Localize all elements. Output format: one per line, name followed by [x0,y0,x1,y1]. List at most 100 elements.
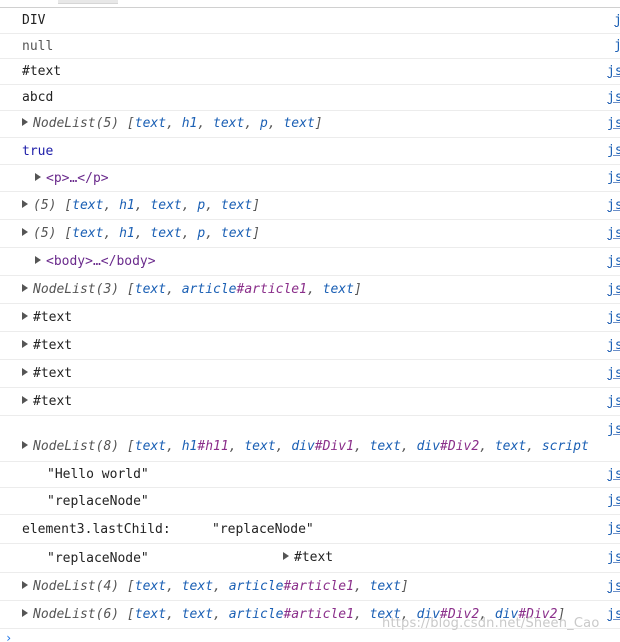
console-top-edge [0,0,620,8]
expand-triangle-icon[interactable] [22,340,28,348]
source-link[interactable]: js [607,521,620,536]
node-item: text [369,579,401,594]
node-item: text [134,607,167,622]
node-item: text [369,607,401,622]
bracket: ] [252,226,261,241]
element-tag: <body>…</body> [46,254,156,269]
nodelist-entry[interactable]: NodeList(5) [text, h1, text, p, text] [22,116,323,132]
console-prompt-icon[interactable]: › [5,631,13,642]
source-link[interactable]: js [607,493,620,508]
log-string: "Hello world" [47,467,149,482]
source-link[interactable]: js [607,466,620,482]
source-link[interactable]: js [607,253,620,269]
expand-triangle-icon[interactable] [22,609,28,617]
node-item: text [181,607,214,622]
bracket: [ [126,607,135,622]
log-value: abcd [22,90,54,105]
text-node: #text [33,394,73,409]
node-item: div [416,439,441,454]
node-item: p [260,116,268,131]
source-link[interactable]: j [614,8,620,33]
text-node-entry[interactable]: #text [22,310,72,326]
text-node: #text [33,310,73,325]
source-link[interactable]: js [607,393,620,409]
node-item: h1 [119,198,135,213]
array-entry[interactable]: (5) [text, h1, text, p, text] [22,198,260,214]
expand-triangle-icon[interactable] [22,228,28,236]
node-item: text [134,116,167,131]
source-link[interactable]: js [607,578,620,594]
source-link[interactable]: js [607,422,620,437]
expand-triangle-icon[interactable] [22,441,28,449]
node-item: text [72,198,104,213]
source-link[interactable]: js [607,197,620,213]
console-message: <body>…</body> js [0,248,620,276]
text-node-entry[interactable]: #text [22,394,72,410]
expand-triangle-icon[interactable] [35,173,41,181]
console-message: null j [0,34,620,59]
element-entry[interactable]: <body>…</body> [35,254,156,270]
source-link[interactable]: js [607,550,620,565]
node-id: #Div1 [314,439,354,454]
expand-triangle-icon[interactable] [283,552,289,560]
expand-triangle-icon[interactable] [22,396,28,404]
source-link[interactable]: j [614,34,620,58]
source-link[interactable]: js [607,606,620,622]
node-item: text [181,579,214,594]
array-entry[interactable]: (5) [text, h1, text, p, text] [22,226,260,242]
console-message: "replaceNode" js [0,488,620,515]
bracket: [ [126,579,135,594]
node-id: #article1 [283,607,354,622]
text-node-entry[interactable]: #text [283,550,333,566]
element-entry[interactable]: <p>…</p> [35,171,109,187]
expand-triangle-icon[interactable] [35,256,41,264]
expand-triangle-icon[interactable] [22,200,28,208]
log-string: "replaceNode" [47,551,149,566]
text-node: #text [33,366,73,381]
source-link[interactable]: js [607,225,620,241]
log-label: element3.lastChild: [22,522,171,537]
node-id: #Div2 [440,607,480,622]
expand-triangle-icon[interactable] [22,581,28,589]
nodelist-label: NodeList(6) [33,607,120,622]
nodelist-entry[interactable]: NodeList(8) [text, h1#h11, text, div#Div… [22,439,589,455]
node-item: text [369,439,401,454]
source-link[interactable]: js [607,116,620,131]
expand-triangle-icon[interactable] [22,118,28,126]
node-item: text [213,116,245,131]
expand-triangle-icon[interactable] [22,284,28,292]
nodelist-entry[interactable]: NodeList(3) [text, article#article1, tex… [22,282,362,298]
console-message: js NodeList(8) [text, h1#h11, text, div#… [0,416,620,462]
nodelist-entry[interactable]: NodeList(6) [text, text, article#article… [22,607,565,623]
node-item: article [181,282,237,297]
watermark-text: https://blog.csdn.net/Sheen_Cao [382,616,600,631]
console-message: DIV j [0,8,620,34]
node-item: text [150,226,182,241]
bracket: ] [314,116,323,131]
source-link[interactable]: js [607,365,620,381]
source-link[interactable]: js [607,337,620,353]
text-node-entry[interactable]: #text [22,366,72,382]
source-link[interactable]: js [607,281,620,297]
source-link[interactable]: js [607,143,620,158]
source-link[interactable]: js [607,63,620,79]
source-link[interactable]: js [607,89,620,105]
expand-triangle-icon[interactable] [22,312,28,320]
expand-triangle-icon[interactable] [22,368,28,376]
source-link[interactable]: js [607,170,620,185]
node-item: h1 [181,439,198,454]
nodelist-entry[interactable]: NodeList(4) [text, text, article#article… [22,579,409,595]
bracket: ] [252,198,261,213]
array-label: (5) [33,226,57,241]
bracket: [ [64,198,73,213]
text-node-entry[interactable]: #text [22,338,72,354]
log-string: "replaceNode" [212,522,314,537]
array-label: (5) [33,198,57,213]
console-message: true js [0,138,620,165]
console-message: NodeList(5) [text, h1, text, p, text] js [0,111,620,138]
source-link[interactable]: js [607,309,620,325]
node-id: #Div2 [518,607,558,622]
console-message: "Hello world" js [0,462,620,488]
node-item: text [494,439,527,454]
